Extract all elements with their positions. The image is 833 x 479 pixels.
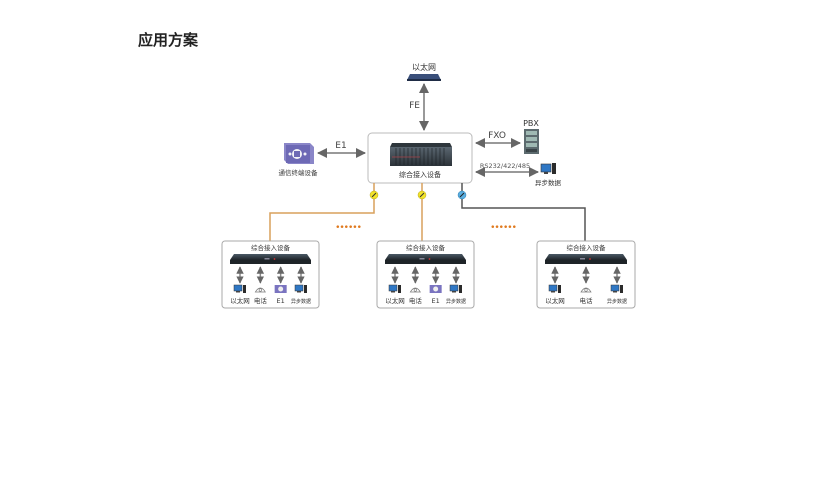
endpoint-3: E1 bbox=[429, 266, 442, 305]
remote-link-3 bbox=[461, 183, 586, 241]
cable-connector-icon bbox=[457, 190, 467, 200]
ellipsis-right: •••••• bbox=[490, 223, 516, 233]
computer-icon bbox=[610, 284, 623, 293]
endpoint-label: E1 bbox=[277, 297, 285, 305]
remote-device-label: 综合接入设备 bbox=[251, 243, 291, 252]
remote-device-label: 综合接入设备 bbox=[567, 243, 607, 252]
computer-icon bbox=[233, 284, 246, 293]
endpoint-label: 异步数据 bbox=[446, 298, 466, 305]
serial-link-label: RS232/422/485 bbox=[480, 162, 530, 170]
fe-label: FE bbox=[409, 101, 420, 111]
computer-icon bbox=[294, 284, 307, 293]
1u-device-icon bbox=[545, 254, 627, 264]
phone-icon bbox=[580, 287, 592, 293]
comm-terminal-node: 通信终端设备 bbox=[279, 143, 319, 177]
phone-icon bbox=[409, 287, 421, 293]
endpoint-1: 以太网 bbox=[545, 266, 565, 305]
endpoint-2: 电话 bbox=[409, 266, 423, 305]
endpoint-4: 异步数据 bbox=[446, 266, 466, 305]
ellipsis-left: •••••• bbox=[335, 223, 361, 233]
1u-device-icon bbox=[385, 254, 466, 264]
fiber-connector-icon bbox=[369, 190, 379, 200]
endpoint-4: 异步数据 bbox=[291, 266, 311, 305]
endpoint-3: 异步数据 bbox=[607, 266, 627, 305]
async-data-node: 异步数据 bbox=[535, 163, 562, 187]
pbx-icon bbox=[524, 129, 539, 154]
endpoint-2: 电话 bbox=[254, 266, 268, 305]
comm-terminal-icon bbox=[284, 143, 314, 164]
endpoint-label: 异步数据 bbox=[607, 298, 627, 305]
pbx-label: PBX bbox=[523, 119, 539, 128]
pbx-node: PBX bbox=[523, 119, 539, 154]
computer-icon bbox=[540, 163, 556, 174]
endpoint-1: 以太网 bbox=[230, 266, 250, 305]
endpoint-label: 以太网 bbox=[385, 296, 405, 305]
e1-device-icon bbox=[274, 285, 287, 293]
central-label: 综合接入设备 bbox=[399, 170, 441, 179]
central-access-device: 综合接入设备 bbox=[367, 132, 473, 184]
phone-icon bbox=[254, 287, 266, 293]
computer-icon bbox=[449, 284, 462, 293]
endpoint-label: E1 bbox=[432, 297, 440, 305]
1u-device-icon bbox=[230, 254, 311, 264]
endpoint-label: 异步数据 bbox=[291, 298, 311, 305]
endpoint-label: 以太网 bbox=[230, 296, 250, 305]
computer-icon bbox=[548, 284, 561, 293]
endpoint-1: 以太网 bbox=[385, 266, 405, 305]
endpoint-label: 以太网 bbox=[545, 296, 565, 305]
fxo-link-label: FXO bbox=[488, 131, 506, 141]
ethernet-label: 以太网 bbox=[412, 62, 436, 72]
async-data-label: 异步数据 bbox=[535, 178, 562, 187]
endpoint-2: 电话 bbox=[580, 266, 594, 305]
e1-device-icon bbox=[429, 285, 442, 293]
switch-icon bbox=[407, 74, 441, 81]
page-title: 应用方案 bbox=[138, 31, 199, 49]
e1-link-label: E1 bbox=[335, 141, 346, 151]
remote-site-1: 综合接入设备以太网电话 E1 异步数据 bbox=[221, 240, 320, 309]
ethernet-switch-node: 以太网 bbox=[407, 62, 441, 81]
rack-chassis-icon bbox=[390, 143, 452, 166]
endpoint-label: 电话 bbox=[254, 296, 268, 305]
remote-site-2: 综合接入设备以太网电话 E1 异步数据 bbox=[376, 240, 475, 309]
endpoint-label: 电话 bbox=[409, 296, 423, 305]
fiber-connector-icon bbox=[417, 190, 427, 200]
endpoint-3: E1 bbox=[274, 266, 287, 305]
comm-terminal-label: 通信终端设备 bbox=[279, 168, 319, 177]
endpoint-label: 电话 bbox=[580, 296, 594, 305]
remote-device-label: 综合接入设备 bbox=[406, 243, 446, 252]
computer-icon bbox=[388, 284, 401, 293]
